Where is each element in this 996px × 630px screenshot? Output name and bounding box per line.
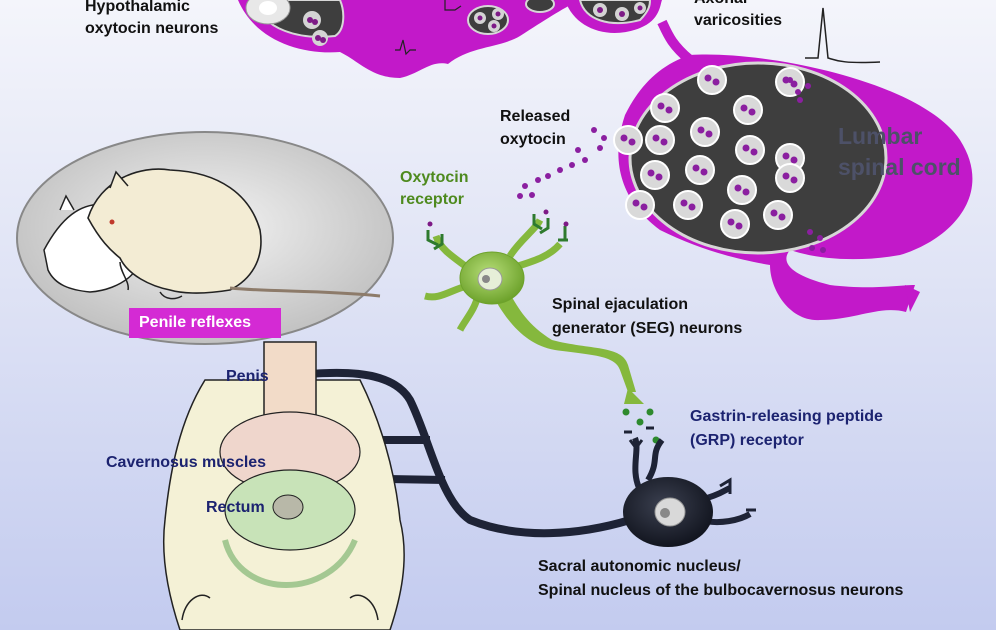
released-label-line2: oxytocin: [500, 131, 566, 148]
rectum-label: Rectum: [206, 499, 265, 516]
axonal-label-line2: varicosities: [694, 12, 783, 29]
vesicle: [640, 160, 670, 190]
oxytocin-receptor-line2: receptor: [400, 191, 465, 208]
oxytocin-dot: [569, 162, 575, 168]
oxytocin-dot: [797, 97, 803, 103]
penis-label: Penis: [226, 368, 269, 385]
vesicle: [697, 65, 727, 95]
seg-label-line1: Spinal ejaculation: [552, 296, 689, 313]
grp-dots: [622, 408, 660, 444]
hypothalamic-label-line2: oxytocin neurons: [85, 20, 219, 37]
oxytocin-dot: [817, 235, 823, 241]
action-potential-trace: [805, 7, 881, 64]
hypothalamic-label-line1: Hypothalamic: [85, 0, 190, 15]
vesicles-lumbar: [613, 65, 805, 239]
vesicle: [735, 135, 765, 165]
cavernosus-label: Cavernosus muscles: [106, 454, 267, 471]
oxytocin-dot: [535, 177, 541, 183]
oxytocin-dot: [820, 247, 826, 253]
sacral-label-line2: Spinal nucleus of the bulbocavernosus ne…: [538, 582, 904, 599]
oxytocin-receptor-line1: Oxytocin: [400, 169, 469, 186]
penile-reflexes-badge: Penile reflexes: [129, 308, 281, 338]
vesicle: [727, 175, 757, 205]
vesicle: [650, 93, 680, 123]
oxytocin-dot: [522, 183, 528, 189]
oxytocin-dot: [517, 193, 523, 199]
lumbar-label-line1: Lumbar: [838, 123, 923, 149]
vesicle: [625, 190, 655, 220]
released-label-line1: Released: [500, 108, 571, 125]
vesicle: [613, 125, 643, 155]
oxytocin-dot: [807, 229, 813, 235]
oxytocin-dot: [601, 135, 607, 141]
vesicle: [690, 117, 720, 147]
seg-neuron: [424, 209, 644, 404]
vesicle: [720, 209, 750, 239]
seg-label-line2: generator (SEG) neurons: [552, 320, 743, 337]
oxytocin-dot: [575, 147, 581, 153]
vesicle: [673, 190, 703, 220]
vesicle: [775, 163, 805, 193]
oxytocin-dot: [529, 192, 535, 198]
hypothalamic-neurons: [238, 0, 580, 78]
oxytocin-dot: [545, 173, 551, 179]
sacral-label-line1: Sacral autonomic nucleus/: [538, 558, 741, 575]
grp-label-line1: Gastrin-releasing peptide: [690, 408, 883, 425]
pelvis-illustration: [162, 341, 405, 630]
axonal-varicosity-upper: [565, 0, 694, 64]
lumbar-label-line2: spinal cord: [838, 154, 961, 180]
oxytocin-dot: [809, 245, 815, 251]
oxytocin-dot: [582, 157, 588, 163]
oxytocin-dot: [597, 145, 603, 151]
oxytocin-dot: [795, 89, 801, 95]
oxytocin-dot: [805, 83, 811, 89]
vesicle: [733, 95, 763, 125]
oxytocin-dot: [787, 77, 793, 83]
axonal-label-line1: Axonal: [694, 0, 747, 10]
oxytocin-dot: [591, 127, 597, 133]
vesicle: [763, 200, 793, 230]
rat-illustration: [16, 131, 394, 345]
oxytocin-dot: [557, 167, 563, 173]
released-oxytocin-dots: [517, 77, 826, 253]
vesicle: [685, 155, 715, 185]
vesicle: [645, 125, 675, 155]
grp-label-line2: (GRP) receptor: [690, 432, 804, 449]
